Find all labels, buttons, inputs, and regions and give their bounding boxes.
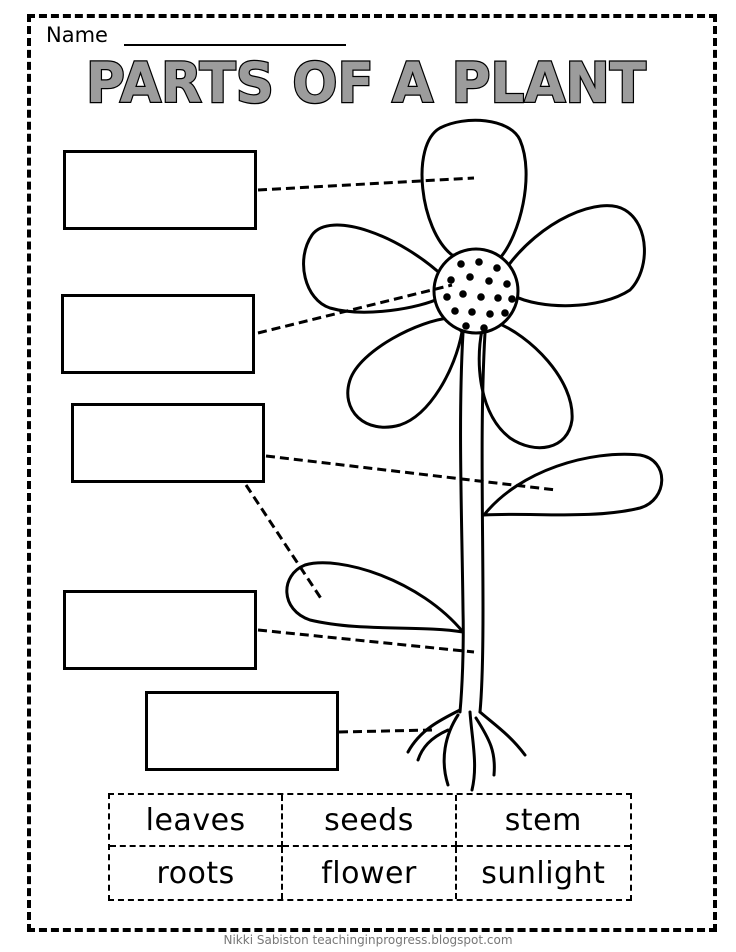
page-title: PARTS OF A PLANT xyxy=(85,50,648,117)
word-bank-cell[interactable]: flower xyxy=(283,847,457,899)
leader-line-1 xyxy=(257,176,475,192)
petal-top xyxy=(420,118,528,260)
leaf-right xyxy=(482,452,664,517)
name-write-line[interactable] xyxy=(124,44,346,46)
leader-line-5 xyxy=(338,728,433,734)
petal-left xyxy=(302,223,447,314)
answer-box-4[interactable] xyxy=(63,590,257,670)
answer-box-2[interactable] xyxy=(61,294,255,374)
answer-box-5[interactable] xyxy=(145,691,339,771)
page-dashed-border xyxy=(27,14,717,932)
word-bank-cell[interactable]: seeds xyxy=(283,795,457,847)
leader-line-3 xyxy=(265,454,557,492)
stem-right-edge xyxy=(478,331,487,714)
word-bank-cell[interactable]: stem xyxy=(456,795,630,847)
name-label: Name xyxy=(46,23,108,47)
leader-line-3b xyxy=(244,484,324,601)
petal-bottom-left xyxy=(346,316,464,429)
petal-bottom-right xyxy=(477,320,574,450)
page-title-text: PARTS OF A PLANT xyxy=(86,51,646,115)
seed-dots xyxy=(443,258,516,332)
leaf-left xyxy=(285,561,465,634)
petal-right xyxy=(503,204,646,308)
answer-box-3[interactable] xyxy=(71,403,265,483)
word-bank-cell[interactable]: leaves xyxy=(110,795,284,847)
stem xyxy=(458,331,465,714)
answer-box-1[interactable] xyxy=(63,150,257,230)
word-bank-cell[interactable]: roots xyxy=(110,847,284,899)
leader-line-2 xyxy=(257,283,453,335)
roots xyxy=(406,708,527,792)
credit-text: Nikki Sabiston teachinginprogress.blogsp… xyxy=(223,933,513,947)
word-bank-cell[interactable]: sunlight xyxy=(481,855,606,891)
leader-line-4 xyxy=(257,628,475,654)
word-bank: leaves seeds stem roots flower sunlight xyxy=(108,793,632,901)
